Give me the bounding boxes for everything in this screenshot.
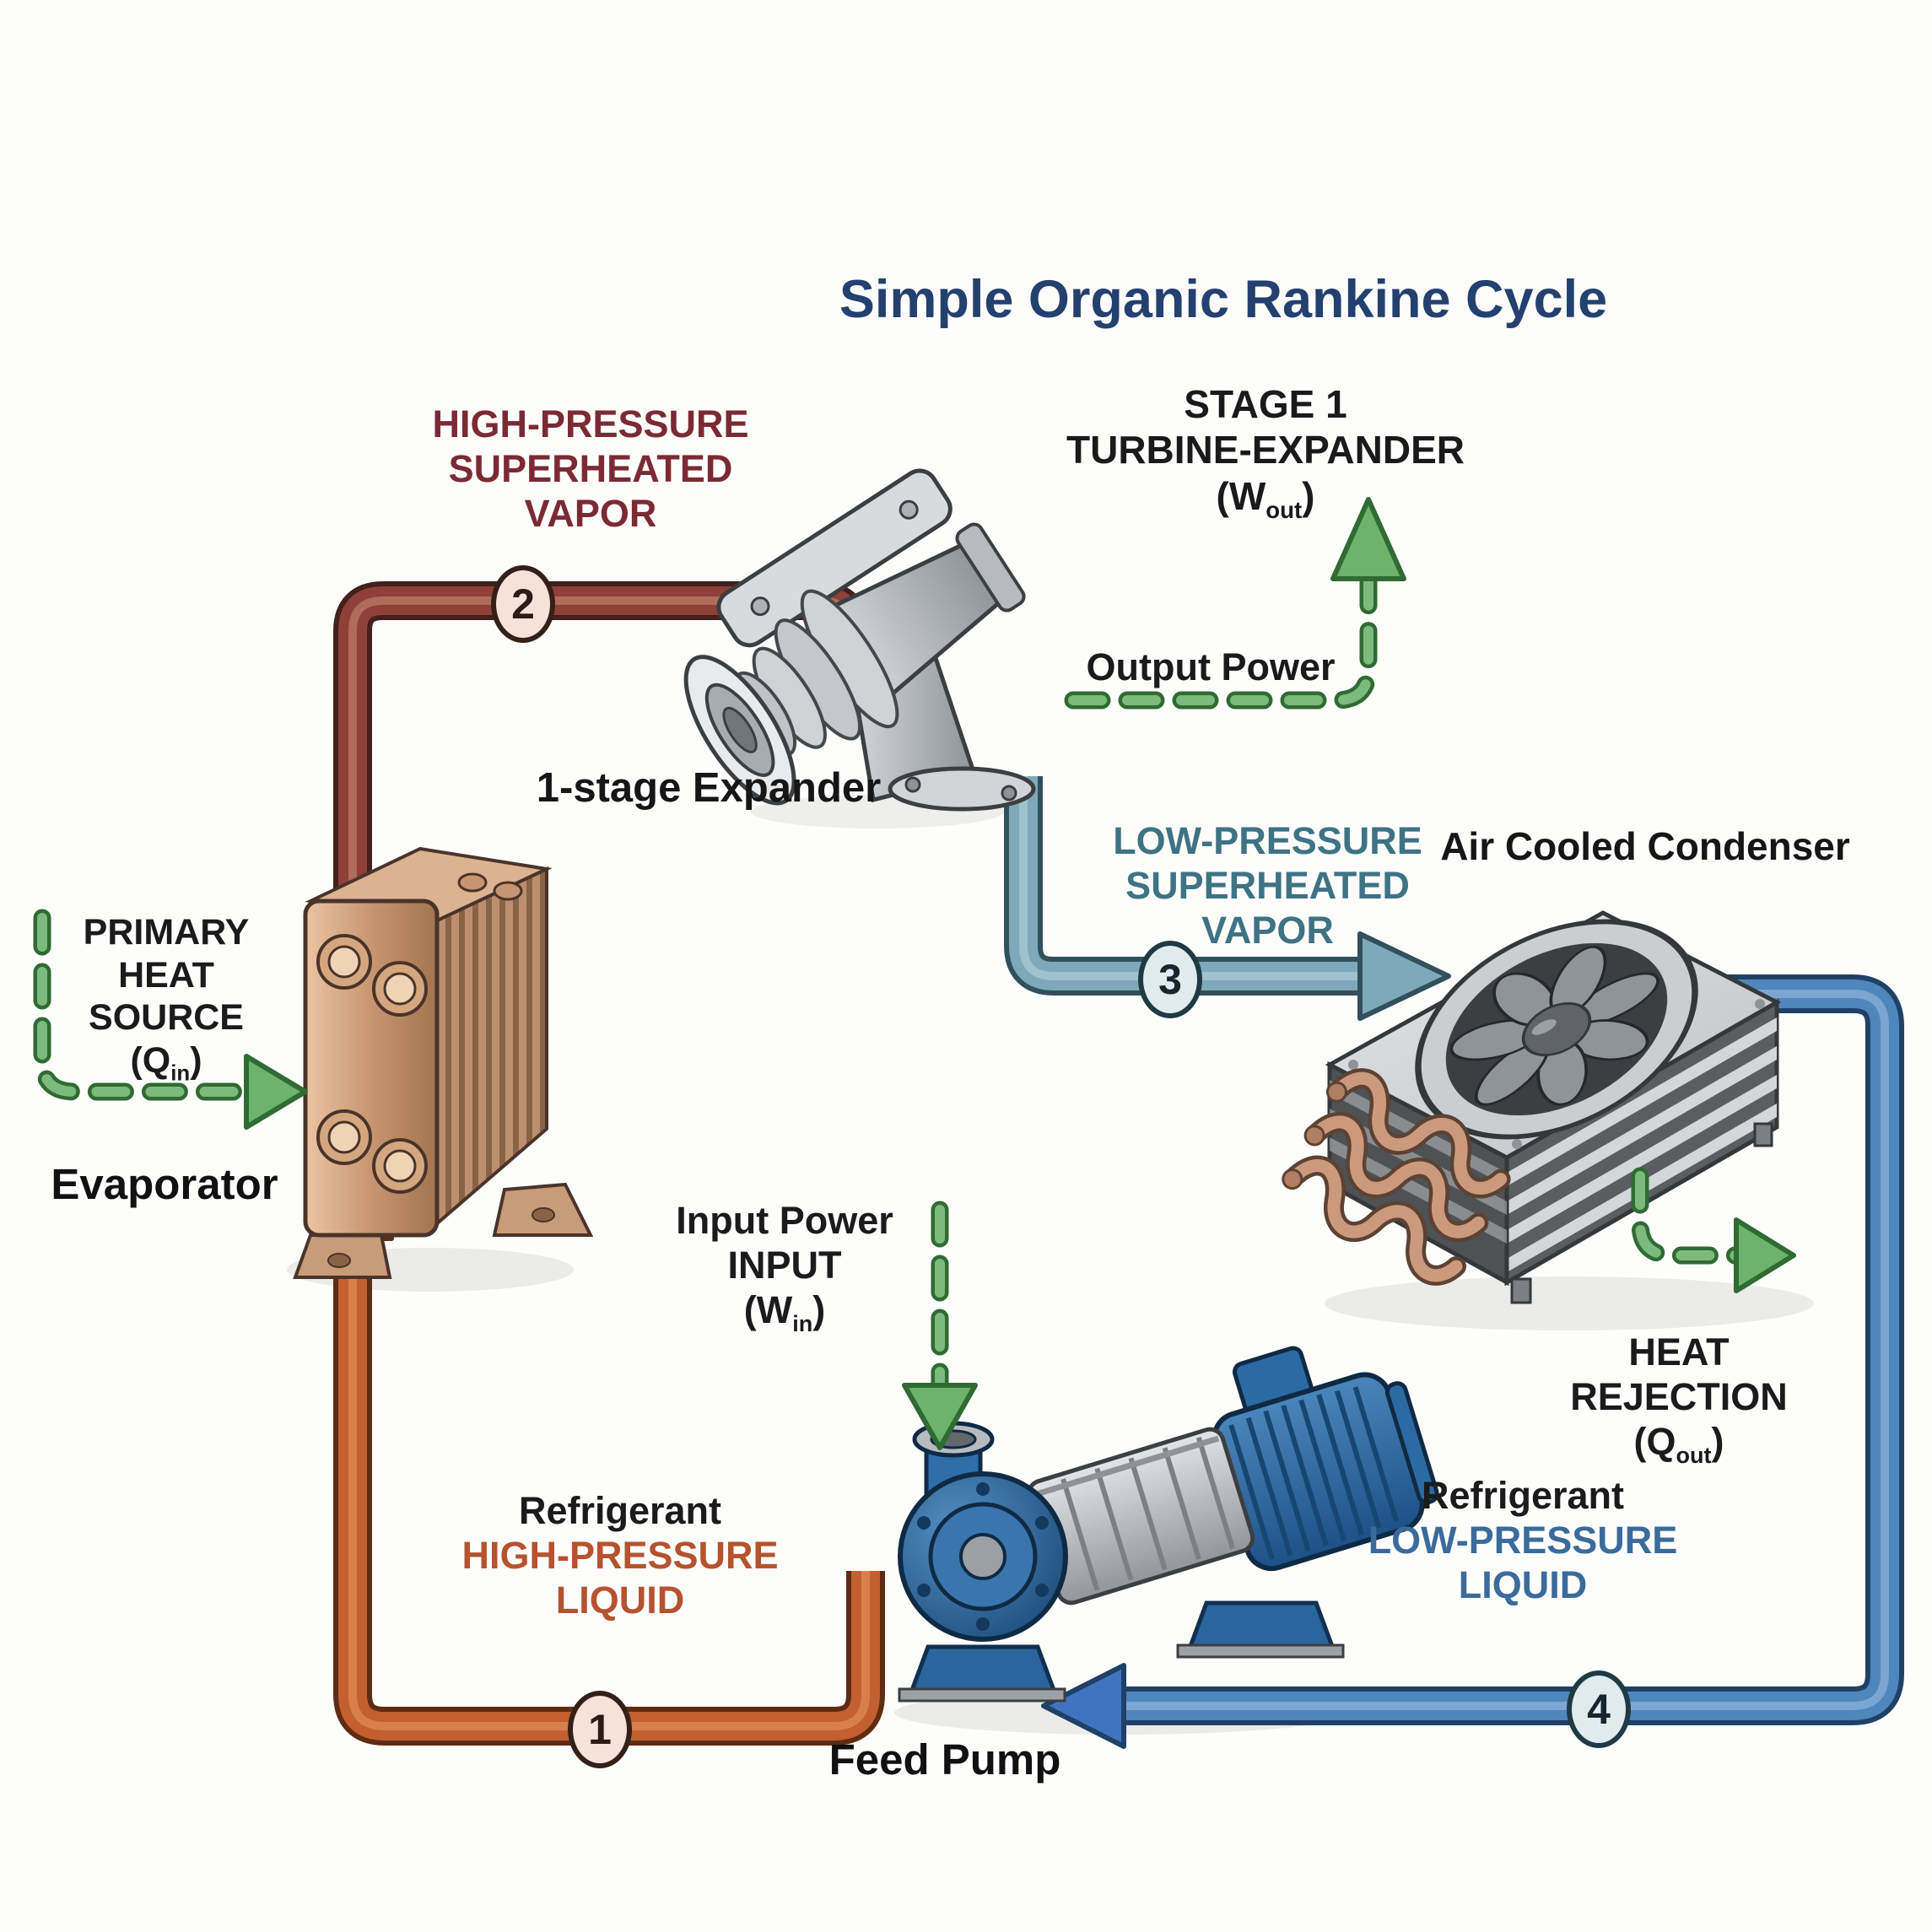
stage1-turbine-label: STAGE 1 TURBINE-EXPANDER (Wout) — [1066, 382, 1465, 523]
condenser-label: Air Cooled Condenser — [1440, 824, 1850, 868]
flow-arrow-into-pump — [1041, 1663, 1126, 1749]
output-power-label: Output Power — [1086, 645, 1336, 688]
high-pressure-vapor-label: HIGH-PRESSURE SUPERHEATED VAPOR — [432, 402, 749, 536]
state-point-2: 2 — [491, 565, 555, 643]
low-pressure-vapor-label: LOW-PRESSURE SUPERHEATED VAPOR — [1113, 819, 1422, 953]
pipe-low-pressure-liquid — [1041, 974, 1904, 1749]
refrigerant-low-pressure-label: Refrigerant LOW-PRESSURE LIQUID — [1368, 1474, 1678, 1607]
output-power-arrow-icon — [1064, 497, 1406, 710]
input-power-arrow-icon — [902, 1201, 978, 1450]
feed-pump-illustration — [898, 1346, 1439, 1703]
heat-rejection-label: HEAT REJECTION (Qout) — [1570, 1330, 1788, 1469]
heat-rejection-arrow-icon — [1631, 1167, 1796, 1293]
condenser-tubes — [1282, 1068, 1511, 1286]
pipe-low-pressure-vapor — [1004, 776, 1360, 996]
flow-arrow-into-condenser — [1357, 931, 1451, 1021]
state-point-1: 1 — [568, 1691, 632, 1768]
evaporator-illustration — [293, 846, 594, 1279]
input-power-label: Input Power INPUT (Win) — [676, 1199, 893, 1337]
heat-input-arrow-icon — [33, 909, 308, 1130]
feed-pump-label: Feed Pump — [828, 1735, 1061, 1784]
condenser-fan — [1415, 919, 1698, 1140]
refrigerant-high-pressure-label: Refrigerant HIGH-PRESSURE LIQUID — [461, 1489, 779, 1622]
state-point-4: 4 — [1567, 1670, 1631, 1748]
evaporator-label: Evaporator — [51, 1160, 278, 1208]
evaporator-ports — [316, 934, 428, 1194]
expander-illustration — [683, 468, 1036, 812]
primary-heat-source-label: PRIMARY HEAT SOURCE (Qin) — [83, 912, 250, 1086]
state-point-3: 3 — [1138, 941, 1202, 1018]
expander-label: 1-stage Expander — [536, 765, 882, 811]
page-title: Simple Organic Rankine Cycle — [839, 270, 1608, 329]
